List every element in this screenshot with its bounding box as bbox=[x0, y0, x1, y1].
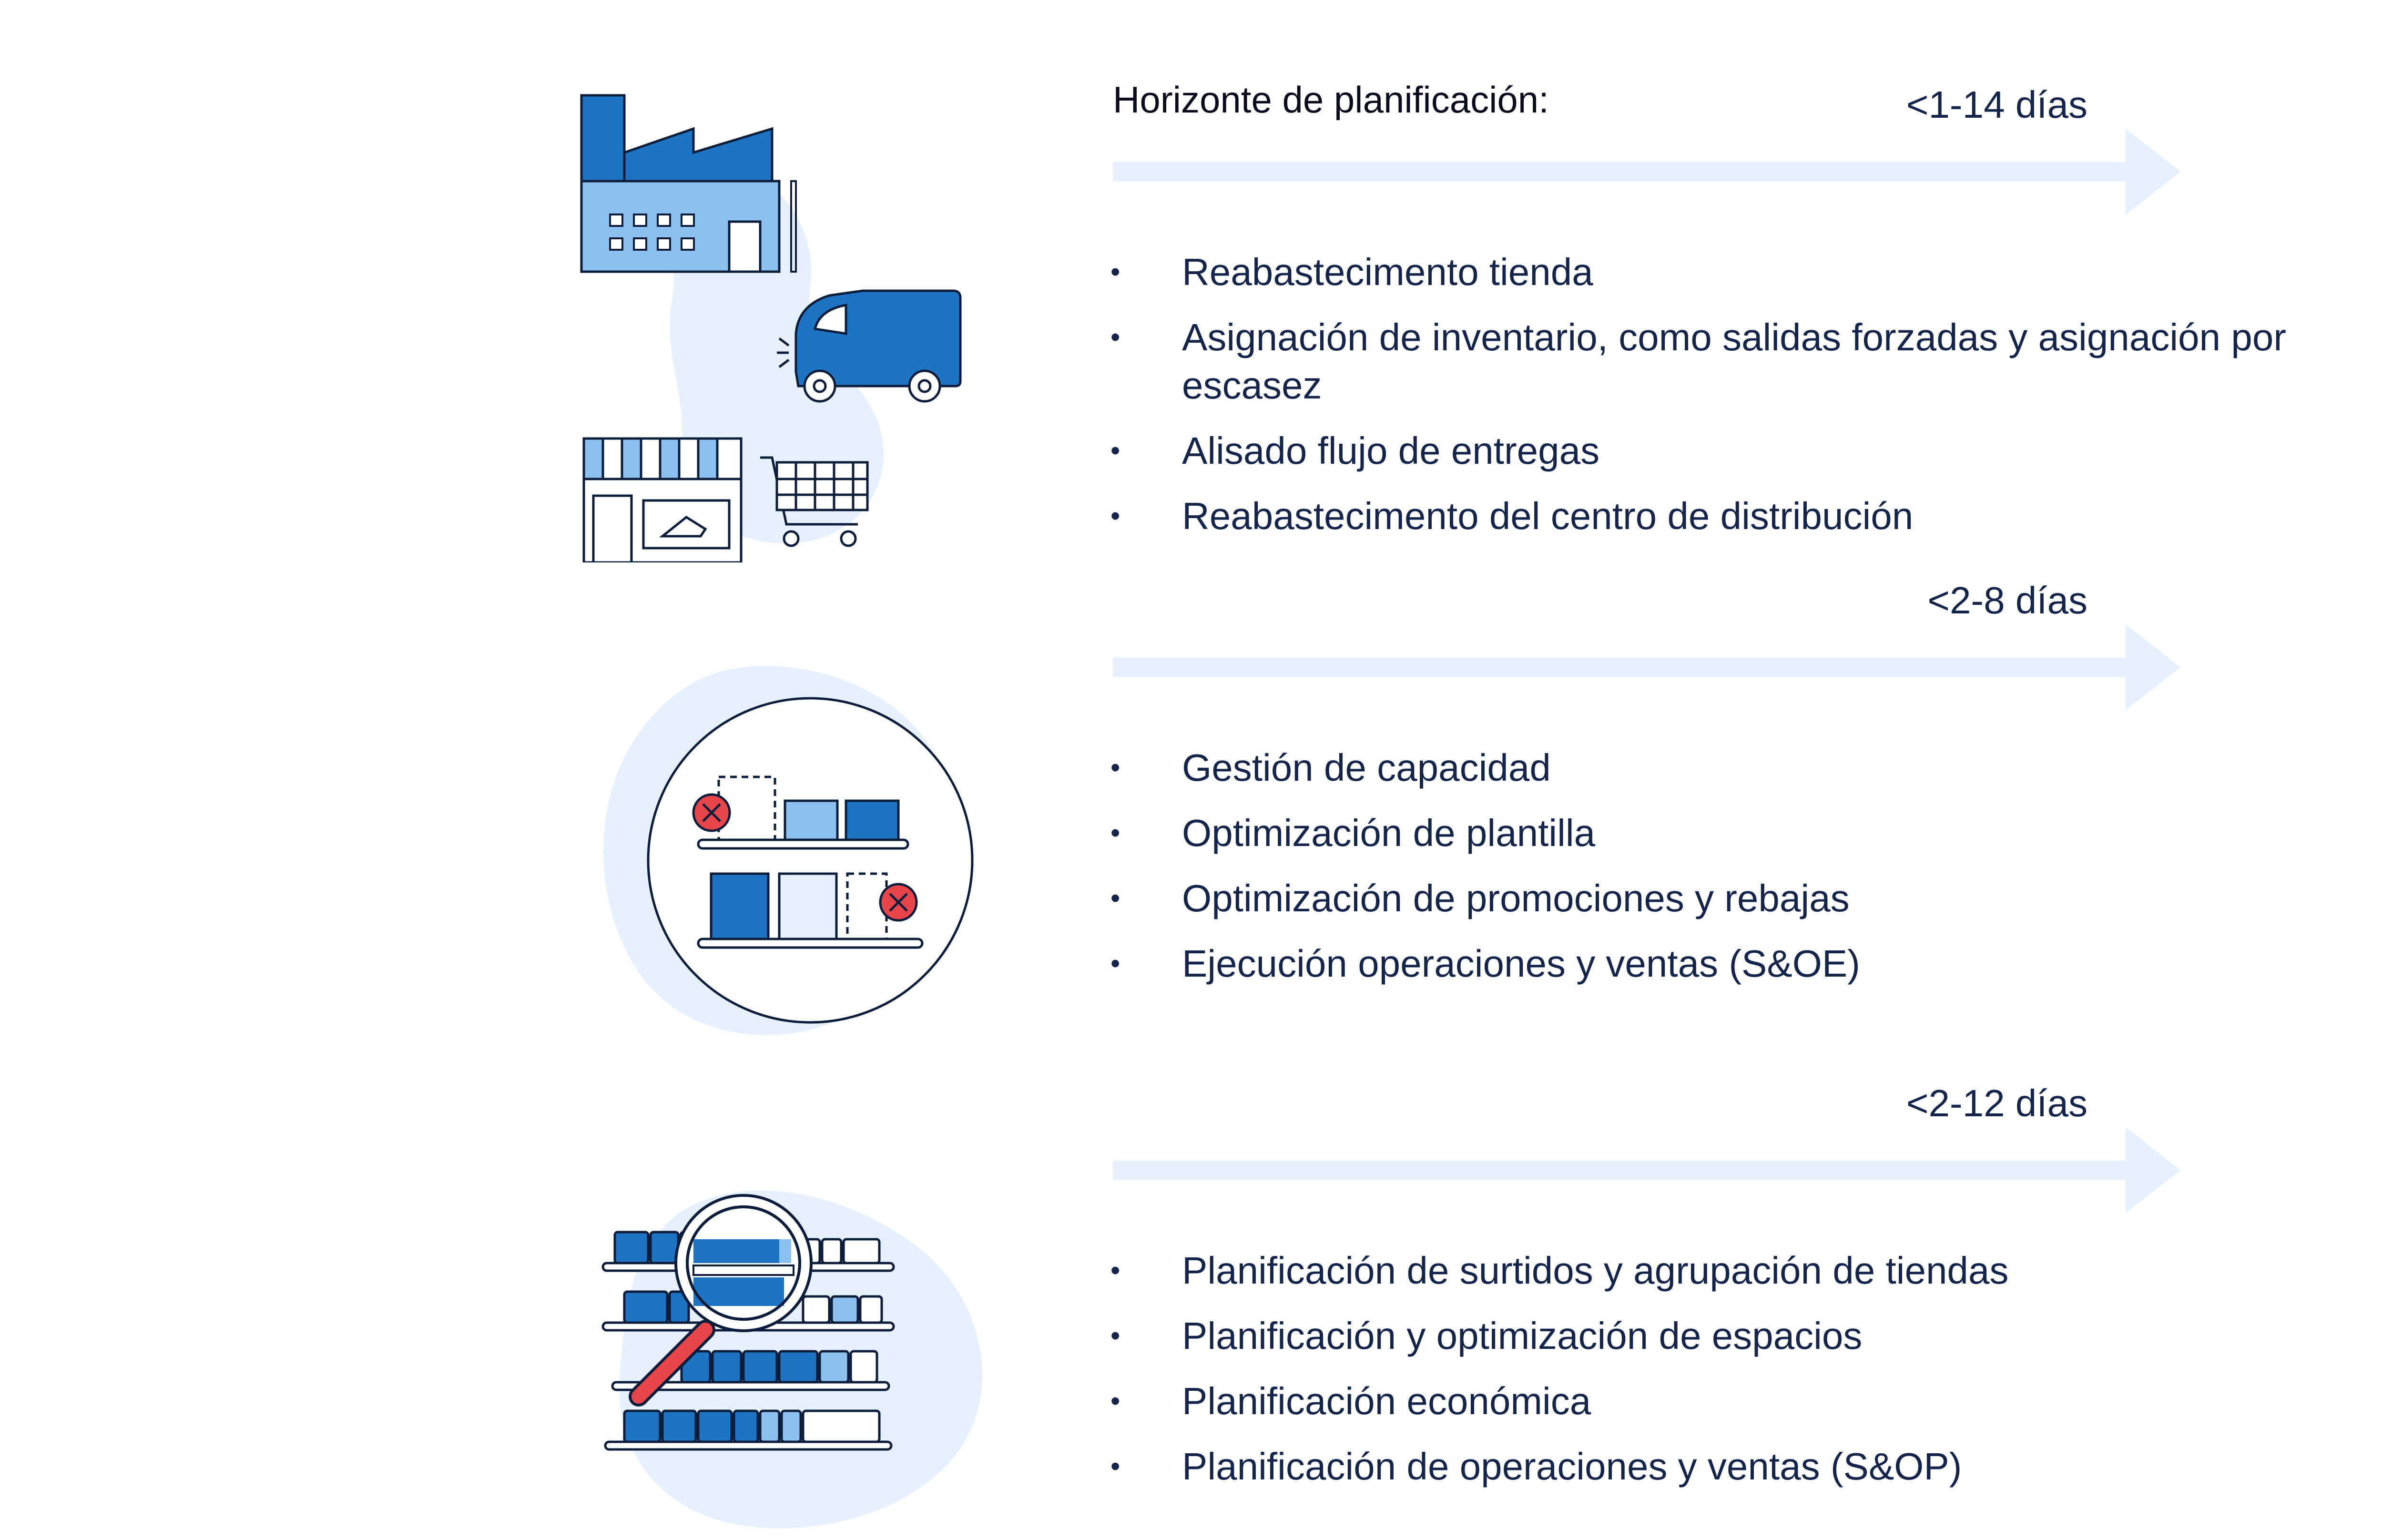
section-1-arrow bbox=[1113, 129, 2180, 214]
list-item: Reabastecimento del centro de distribuci… bbox=[1110, 492, 2302, 540]
section-1-list: Reabastecimento tienda Asignación de inv… bbox=[1110, 248, 2302, 540]
list-item: Ejecución operaciones y ventas (S&OE) bbox=[1110, 939, 2302, 988]
section-2-days: <2-8 días bbox=[1927, 579, 2088, 622]
list-item: Planificación económica bbox=[1110, 1377, 2302, 1425]
shelf-capacity-icon bbox=[603, 666, 974, 1035]
list-item: Asignación de inventario, como salidas f… bbox=[1110, 313, 2302, 409]
list-item: Optimización de plantilla bbox=[1110, 809, 2302, 857]
section-2-list: Gestión de capacidad Optimización de pla… bbox=[1110, 744, 2302, 988]
list-item: Planificación de operaciones y ventas (S… bbox=[1110, 1442, 2302, 1490]
section-3-list: Planificación de surtidos y agrupación d… bbox=[1110, 1246, 2302, 1490]
section-3-days: <2-12 días bbox=[1906, 1082, 2088, 1124]
list-item: Planificación y optimización de espacios bbox=[1110, 1312, 2302, 1360]
list-item: Optimización de promociones y rebajas bbox=[1110, 874, 2302, 922]
list-item: Reabastecimento tienda bbox=[1110, 248, 2302, 296]
factory-truck-store-cart-icon bbox=[580, 94, 962, 562]
section-3-arrow bbox=[1113, 1127, 2180, 1213]
section-1-days: <1-14 días bbox=[1906, 83, 2088, 126]
horizon-label: Horizonte de planificación: bbox=[1113, 79, 1549, 121]
shelf-magnifier-icon bbox=[601, 1190, 983, 1529]
list-item: Alisado flujo de entregas bbox=[1110, 427, 2302, 475]
list-item: Planificación de surtidos y agrupación d… bbox=[1110, 1246, 2302, 1295]
section-2-arrow bbox=[1113, 624, 2180, 710]
list-item: Gestión de capacidad bbox=[1110, 744, 2302, 792]
